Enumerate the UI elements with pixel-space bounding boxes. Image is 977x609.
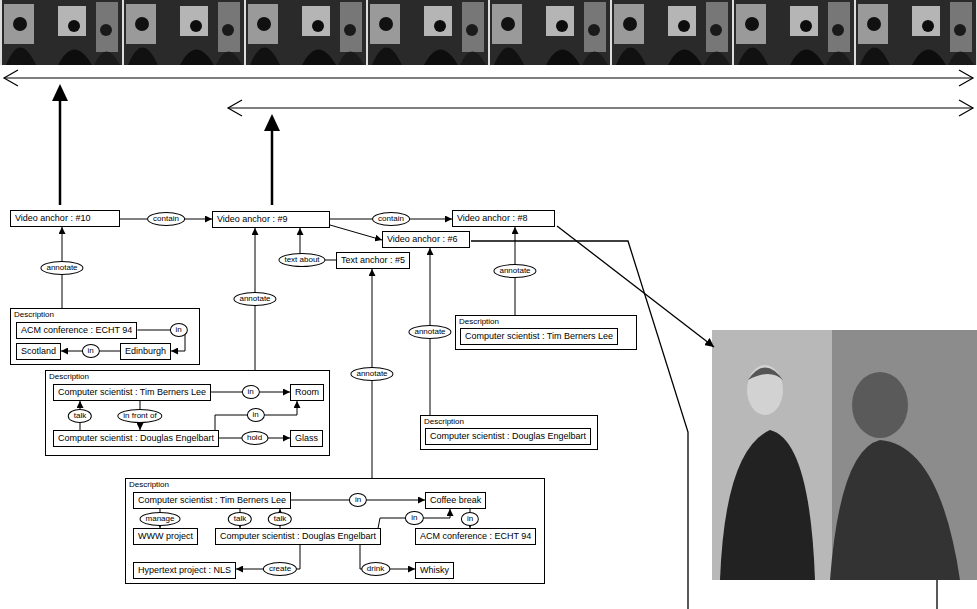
- video-anchor-box: Video anchor : #9: [212, 211, 330, 228]
- relation-label: in: [349, 493, 367, 507]
- relation-label: in front of: [117, 409, 162, 423]
- description-box: DescriptionComputer scientist : Douglas …: [420, 415, 598, 450]
- box-text: Computer scientist : Tim Berners Lee: [465, 331, 613, 341]
- relation-label: contain: [372, 212, 410, 226]
- entity-box: Scotland: [16, 343, 61, 360]
- person-head: [852, 372, 908, 438]
- relation-label: contain: [147, 212, 185, 226]
- connector: [378, 509, 450, 528]
- relation-label: manage: [140, 512, 181, 526]
- entity-box: Computer scientist : Tim Berners Lee: [53, 384, 211, 401]
- entity-box: Computer scientist : Douglas Engelbart: [215, 528, 381, 545]
- video-filmstrip: [0, 0, 977, 65]
- relation-label: drink: [361, 562, 390, 576]
- description-box: DescriptionACM conference : ECHT 94 Scotl…: [10, 308, 200, 365]
- person-head: [747, 365, 783, 415]
- box-text: ACM conference : ECHT 94: [420, 531, 531, 541]
- relation-label: talk: [68, 409, 92, 423]
- box-text: Whisky: [420, 565, 449, 575]
- relation-label: hold: [241, 431, 268, 445]
- entity-box: WWW project: [133, 528, 198, 545]
- entity-box: ACM conference : ECHT 94: [415, 528, 536, 545]
- relation-label: in: [461, 512, 479, 526]
- range-head: [228, 100, 973, 116]
- box-text: Video anchor : #10: [15, 213, 90, 223]
- entity-box: Coffee break: [425, 492, 486, 509]
- entity-box: Hypertext project : NLS: [133, 562, 236, 579]
- photo-wall: [712, 330, 832, 580]
- box-text: Video anchor : #6: [387, 234, 457, 244]
- box-text: Video anchor : #9: [217, 214, 287, 224]
- relation-label: in: [170, 323, 188, 337]
- relation-label: annotate: [408, 325, 451, 339]
- relation-label: text about: [278, 253, 325, 267]
- box-heading: Description: [14, 310, 196, 320]
- leader-line: [471, 241, 688, 609]
- description-box: DescriptionComputer scientist : Tim Bern…: [125, 478, 545, 584]
- relation-label: in: [81, 344, 99, 358]
- entity-box: Computer scientist : Douglas Engelbart: [53, 430, 219, 447]
- box-text: Room: [295, 387, 319, 397]
- box-text: Coffee break: [430, 495, 481, 505]
- entity-box: Edinburgh: [120, 343, 171, 360]
- relation-label: create: [263, 562, 297, 576]
- box-text: Text anchor : #5: [341, 255, 405, 265]
- entity-box: Computer scientist : Douglas Engelbart: [425, 428, 591, 445]
- box-text: Computer scientist : Douglas Engelbart: [220, 531, 376, 541]
- connector: [215, 401, 297, 430]
- person-body: [720, 430, 815, 580]
- box-text: Glass: [295, 433, 318, 443]
- relation-label: annotate: [233, 292, 276, 306]
- relation-label: annotate: [40, 261, 83, 275]
- box-text: WWW project: [138, 531, 193, 541]
- relation-label: talk: [228, 512, 252, 526]
- entity-box: ACM conference : ECHT 94: [16, 322, 137, 339]
- box-heading: Description: [459, 317, 633, 327]
- box-text: Edinburgh: [125, 346, 166, 356]
- video-anchor-box: Video anchor : #6: [382, 231, 470, 248]
- box-text: Scotland: [21, 346, 56, 356]
- entity-box: Room: [290, 384, 324, 401]
- range-head: [4, 70, 973, 86]
- person-hair: [748, 368, 783, 381]
- relation-label: annotate: [350, 367, 393, 381]
- relation-label: talk: [268, 512, 292, 526]
- leader-line: [936, 580, 937, 609]
- box-heading: Description: [49, 372, 326, 382]
- relation-label: annotate: [493, 264, 536, 278]
- entity-box: Computer scientist : Tim Berners Lee: [133, 492, 291, 509]
- entity-box: Whisky: [415, 562, 454, 579]
- range-pointer: [59, 96, 62, 205]
- entity-box: Glass: [290, 430, 323, 447]
- box-text: ACM conference : ECHT 94: [21, 325, 132, 335]
- text-anchor-box: Text anchor : #5: [336, 252, 410, 269]
- box-text: Computer scientist : Tim Berners Lee: [58, 387, 206, 397]
- relation-label: in: [241, 385, 259, 399]
- time-range: [228, 107, 973, 108]
- person-body: [830, 440, 960, 580]
- box-heading: Description: [129, 480, 541, 490]
- relation-label: in: [246, 408, 264, 422]
- video-anchor-box: Video anchor : #8: [452, 210, 555, 227]
- box-text: Computer scientist : Douglas Engelbart: [430, 431, 586, 441]
- connector: [330, 225, 382, 240]
- box-text: Video anchor : #8: [457, 213, 527, 223]
- box-text: Computer scientist : Douglas Engelbart: [58, 433, 214, 443]
- box-text: Hypertext project : NLS: [138, 565, 231, 575]
- description-box: DescriptionComputer scientist : Tim Bern…: [455, 315, 637, 350]
- pointer-head: [264, 114, 280, 131]
- relation-label: in: [405, 511, 423, 525]
- time-range: [4, 77, 973, 78]
- video-frame-photo: [712, 330, 977, 580]
- pointer-head: [52, 84, 68, 101]
- box-text: Computer scientist : Tim Berners Lee: [138, 495, 286, 505]
- range-pointer: [271, 126, 274, 205]
- box-heading: Description: [424, 417, 594, 427]
- video-anchor-box: Video anchor : #10: [10, 210, 120, 227]
- entity-box: Computer scientist : Tim Berners Lee: [460, 328, 618, 345]
